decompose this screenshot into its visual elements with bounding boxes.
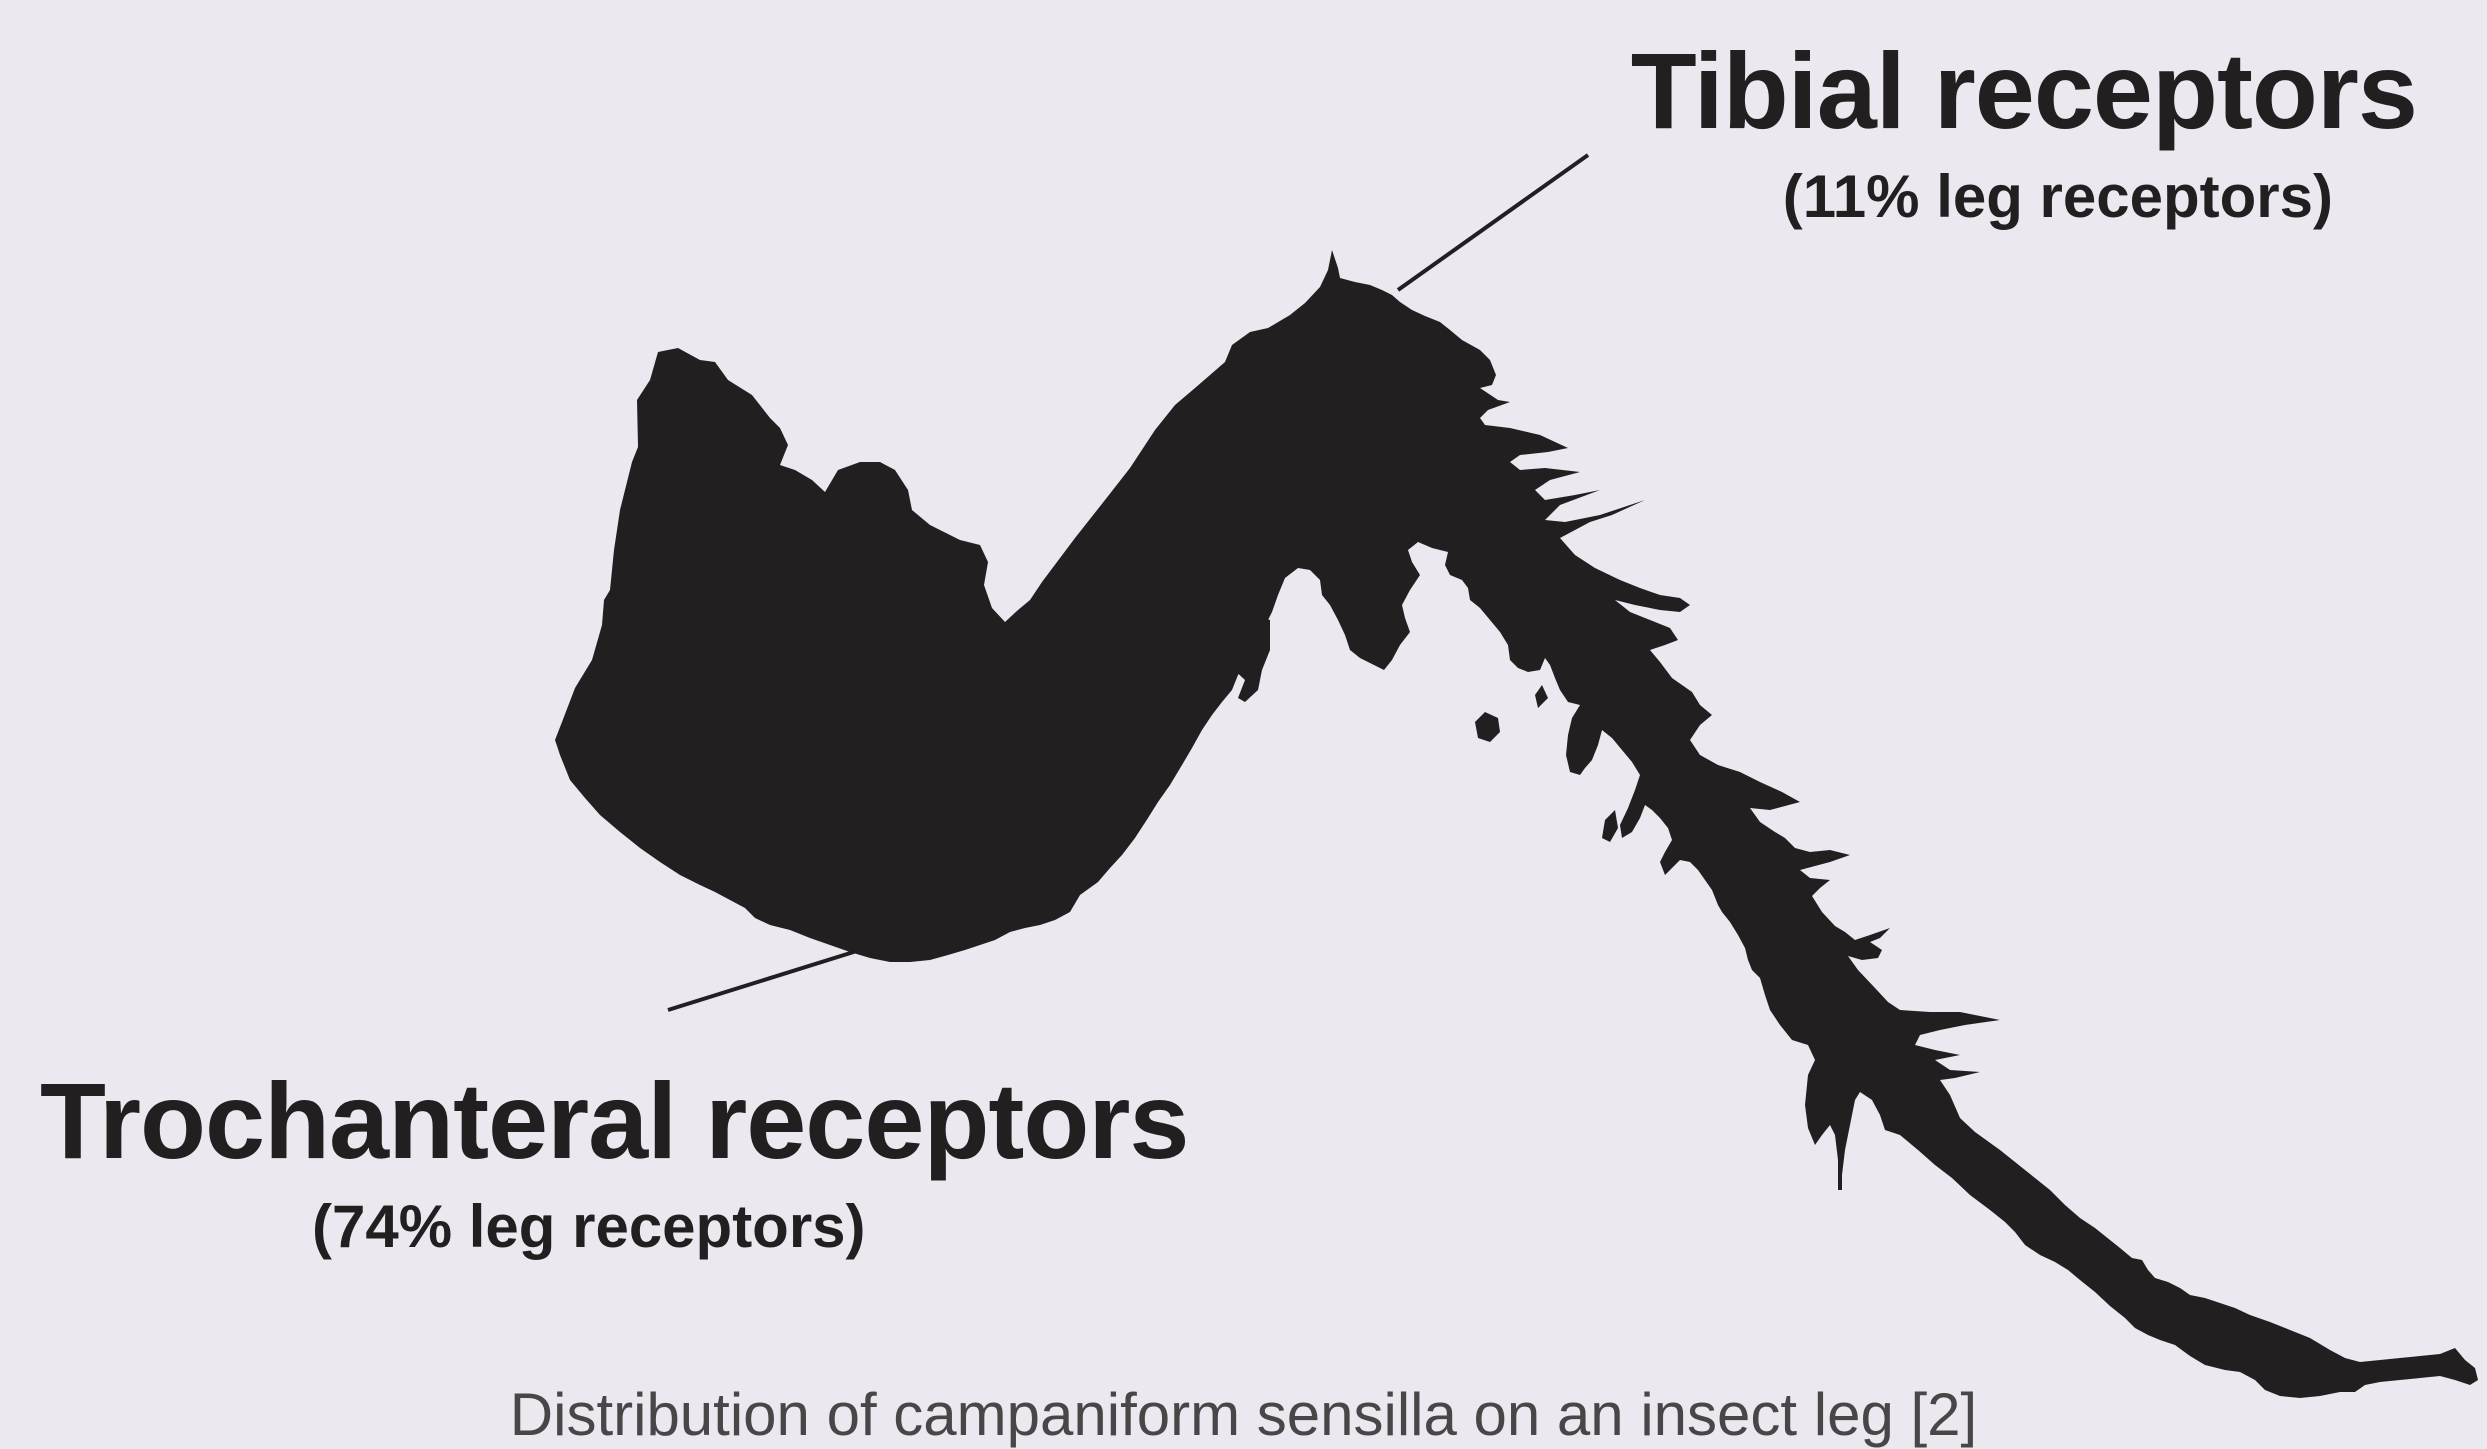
tibial-receptors-percentage: (11% leg receptors) [1783, 162, 2333, 231]
figure-caption: Distribution of campaniform sensilla on … [0, 1380, 2487, 1449]
trochanteral-pointer-line [668, 950, 860, 1010]
tibial-pointer-line [1398, 155, 1588, 290]
trochanteral-receptors-title: Trochanteral receptors [40, 1058, 1188, 1183]
tibial-receptors-title: Tibial receptors [1631, 28, 2417, 153]
trochanteral-receptors-percentage: (74% leg receptors) [312, 1192, 866, 1261]
